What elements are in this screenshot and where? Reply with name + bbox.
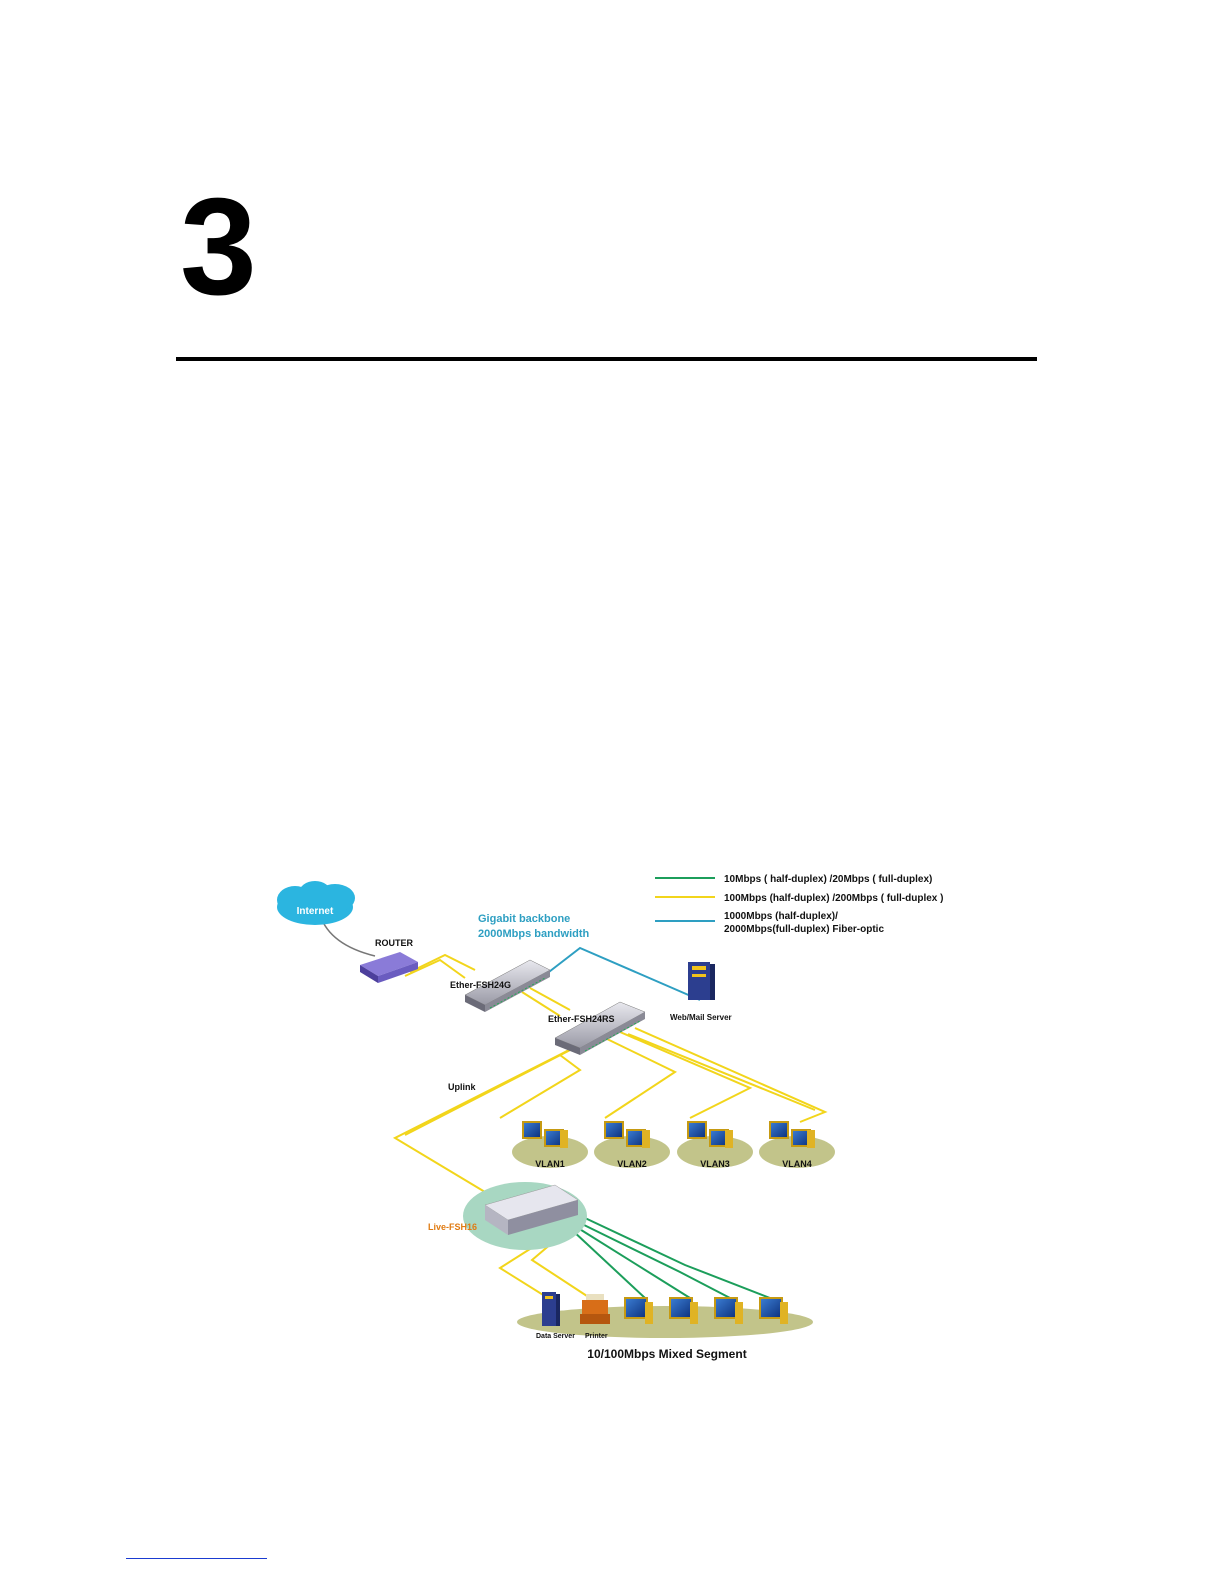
legend-100mbps: 100Mbps (half-duplex) /200Mbps ( full-du… bbox=[724, 893, 943, 904]
pc-icon bbox=[714, 1297, 743, 1324]
footer-link-underline[interactable] bbox=[126, 1558, 267, 1559]
vlan-group-2: VLAN2 bbox=[594, 1121, 670, 1169]
switch-ether-fsh24g-icon: Ether-FSH24G bbox=[450, 959, 551, 1012]
legend-10mbps: 10Mbps ( half-duplex) /20Mbps ( full-dup… bbox=[724, 874, 932, 885]
web-mail-server-icon: Web/Mail Server bbox=[670, 962, 732, 1022]
legend-1000mbps: 1000Mbps (half-duplex)/ bbox=[724, 911, 838, 922]
switch1-label: Ether-FSH24G bbox=[450, 980, 511, 990]
pc-icon bbox=[624, 1297, 653, 1324]
chapter-number: 3 bbox=[180, 170, 257, 324]
network-diagram: 10Mbps ( half-duplex) /20Mbps ( full-dup… bbox=[277, 874, 943, 1361]
vlan2-label: VLAN2 bbox=[617, 1159, 647, 1169]
vlan1-label: VLAN1 bbox=[535, 1159, 565, 1169]
data-server-icon bbox=[542, 1292, 560, 1326]
hub-label: Live-FSH16 bbox=[428, 1222, 477, 1232]
legend: 10Mbps ( half-duplex) /20Mbps ( full-dup… bbox=[655, 874, 943, 935]
router-icon: ROUTER bbox=[360, 938, 418, 983]
vlan-group-3: VLAN3 bbox=[677, 1121, 753, 1169]
vlan4-label: VLAN4 bbox=[782, 1159, 812, 1169]
pc-icon bbox=[759, 1297, 788, 1324]
server-label: Web/Mail Server bbox=[670, 1013, 732, 1022]
switch-ether-fsh24rs-icon: Ether-FSH24RS bbox=[548, 1001, 646, 1055]
vlan-group-1: VLAN1 bbox=[512, 1121, 588, 1169]
cables bbox=[319, 914, 828, 1299]
router-label: ROUTER bbox=[375, 938, 414, 948]
data-server-label: Data Server bbox=[536, 1333, 575, 1340]
printer-label: Printer bbox=[585, 1333, 608, 1340]
legend-1000mbps-line2: 2000Mbps(full-duplex) Fiber-optic bbox=[724, 924, 884, 935]
hub-live-fsh16-icon: Live-FSH16 bbox=[428, 1182, 587, 1250]
uplink-label: Uplink bbox=[448, 1082, 476, 1092]
pc-icon bbox=[669, 1297, 698, 1324]
internet-label: Internet bbox=[297, 906, 334, 917]
mixed-segment-group: Data Server Printer 10/100Mbps Mixed Seg… bbox=[517, 1292, 813, 1361]
vlan-group-4: VLAN4 bbox=[759, 1121, 835, 1169]
segment-label: 10/100Mbps Mixed Segment bbox=[587, 1347, 746, 1361]
internet-cloud-icon: Internet bbox=[277, 881, 355, 925]
switch2-label: Ether-FSH24RS bbox=[548, 1014, 615, 1024]
backbone-label-1: Gigabit backbone bbox=[478, 913, 570, 925]
chapter-divider bbox=[176, 357, 1037, 361]
vlan3-label: VLAN3 bbox=[700, 1159, 730, 1169]
backbone-label-2: 2000Mbps bandwidth bbox=[478, 928, 590, 940]
printer-icon bbox=[580, 1294, 610, 1324]
